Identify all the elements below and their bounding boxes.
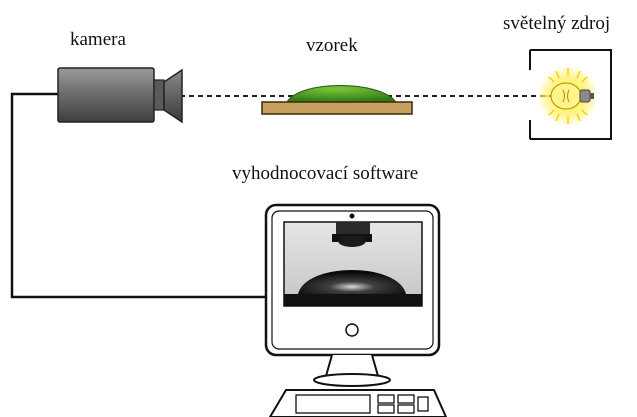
camera-label: kamera — [70, 29, 126, 50]
light-source-housing — [530, 49, 612, 140]
camera-icon — [57, 67, 183, 124]
light-bulb-icon — [538, 66, 598, 126]
connection-cable — [10, 92, 266, 299]
software-label: vyhodnocovací software — [232, 163, 419, 184]
sample-substrate — [261, 101, 413, 115]
sample-label: vzorek — [306, 35, 358, 56]
light-source-label: světelný zdroj — [503, 13, 611, 34]
keyboard-icon — [268, 389, 448, 417]
sample-droplet — [261, 85, 413, 115]
monitor-icon — [264, 203, 441, 387]
